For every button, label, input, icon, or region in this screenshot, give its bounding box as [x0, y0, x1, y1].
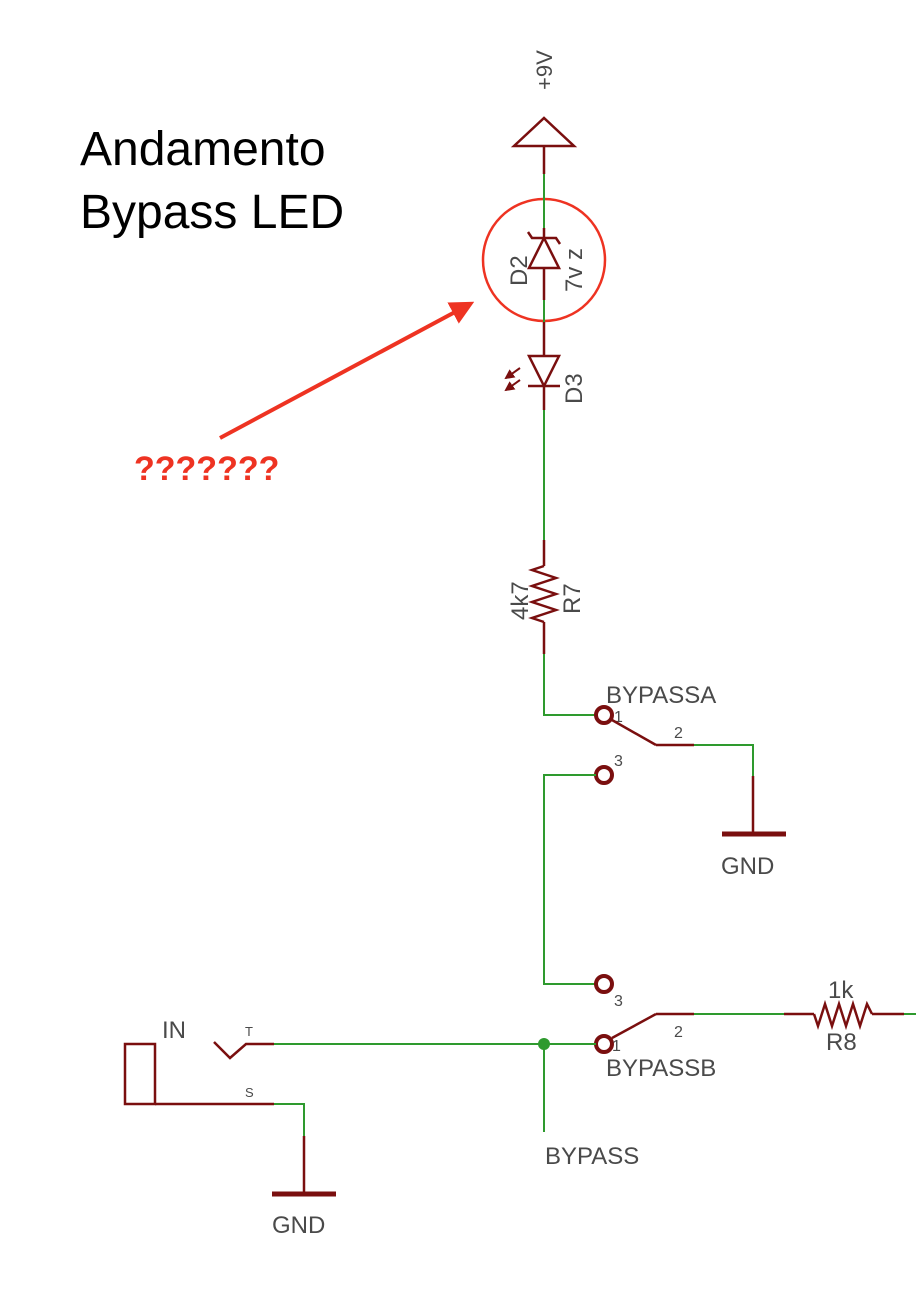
bypassb-pin1-pad — [594, 1034, 614, 1054]
bypassa-pin3-label: 3 — [614, 753, 623, 770]
bypassa-pin3-pad — [594, 765, 614, 785]
d2-name: D2 — [506, 255, 533, 286]
ground-symbol-left — [272, 1136, 336, 1197]
r8-name: R8 — [826, 1029, 857, 1056]
bypassb-pin3-pad — [594, 974, 614, 994]
wire-r7-bypassa — [543, 654, 596, 716]
r8-value: 1k — [828, 977, 854, 1004]
d2-value: 7v z — [561, 248, 588, 292]
gnd-left-label: GND — [272, 1212, 325, 1239]
question-marks: ??????? — [134, 450, 279, 488]
zener-diode-d2 — [526, 228, 562, 300]
jack-tip-label: T — [245, 1024, 253, 1039]
bypassb-pin2-label: 2 — [674, 1024, 683, 1041]
title-line-1: Andamento — [80, 123, 326, 176]
jack-body — [123, 1042, 157, 1106]
r7-value: 4k7 — [507, 581, 534, 620]
led-d3 — [504, 322, 562, 410]
title-line-2: Bypass LED — [80, 186, 344, 239]
bypassa-pin1-pad — [594, 705, 614, 725]
jack-tip-contact — [213, 1041, 274, 1060]
bypassb-pin1-label: 1 — [612, 1038, 621, 1055]
bypassb-lever — [611, 1012, 657, 1040]
wire-bypassa3-bypassb3 — [543, 774, 596, 985]
bypassa-name: BYPASSA — [606, 682, 716, 709]
bypass-net-label: BYPASS — [545, 1143, 639, 1170]
bypassa-lever — [611, 718, 657, 747]
resistor-r8 — [784, 999, 904, 1031]
wire-jack-sleeve-gnd — [274, 1103, 305, 1136]
gnd-right-label: GND — [721, 853, 774, 880]
bypassa-pin2-label: 2 — [674, 725, 683, 742]
jack-name: IN — [162, 1017, 186, 1044]
jack-sleeve-label: S — [245, 1085, 254, 1100]
power-symbol — [510, 116, 578, 174]
annotation-arrow — [219, 301, 475, 440]
wire-bypassa-gnd — [694, 744, 754, 776]
bypassb-name: BYPASSB — [606, 1055, 716, 1082]
bypassa-pin1-label: 1 — [614, 709, 623, 726]
power-label: +9V — [532, 50, 557, 90]
ground-symbol-right — [722, 776, 786, 837]
resistor-r7 — [528, 540, 560, 654]
r7-name: R7 — [559, 583, 586, 614]
d3-name: D3 — [561, 373, 588, 404]
bypassb-pin3-label: 3 — [614, 993, 623, 1010]
